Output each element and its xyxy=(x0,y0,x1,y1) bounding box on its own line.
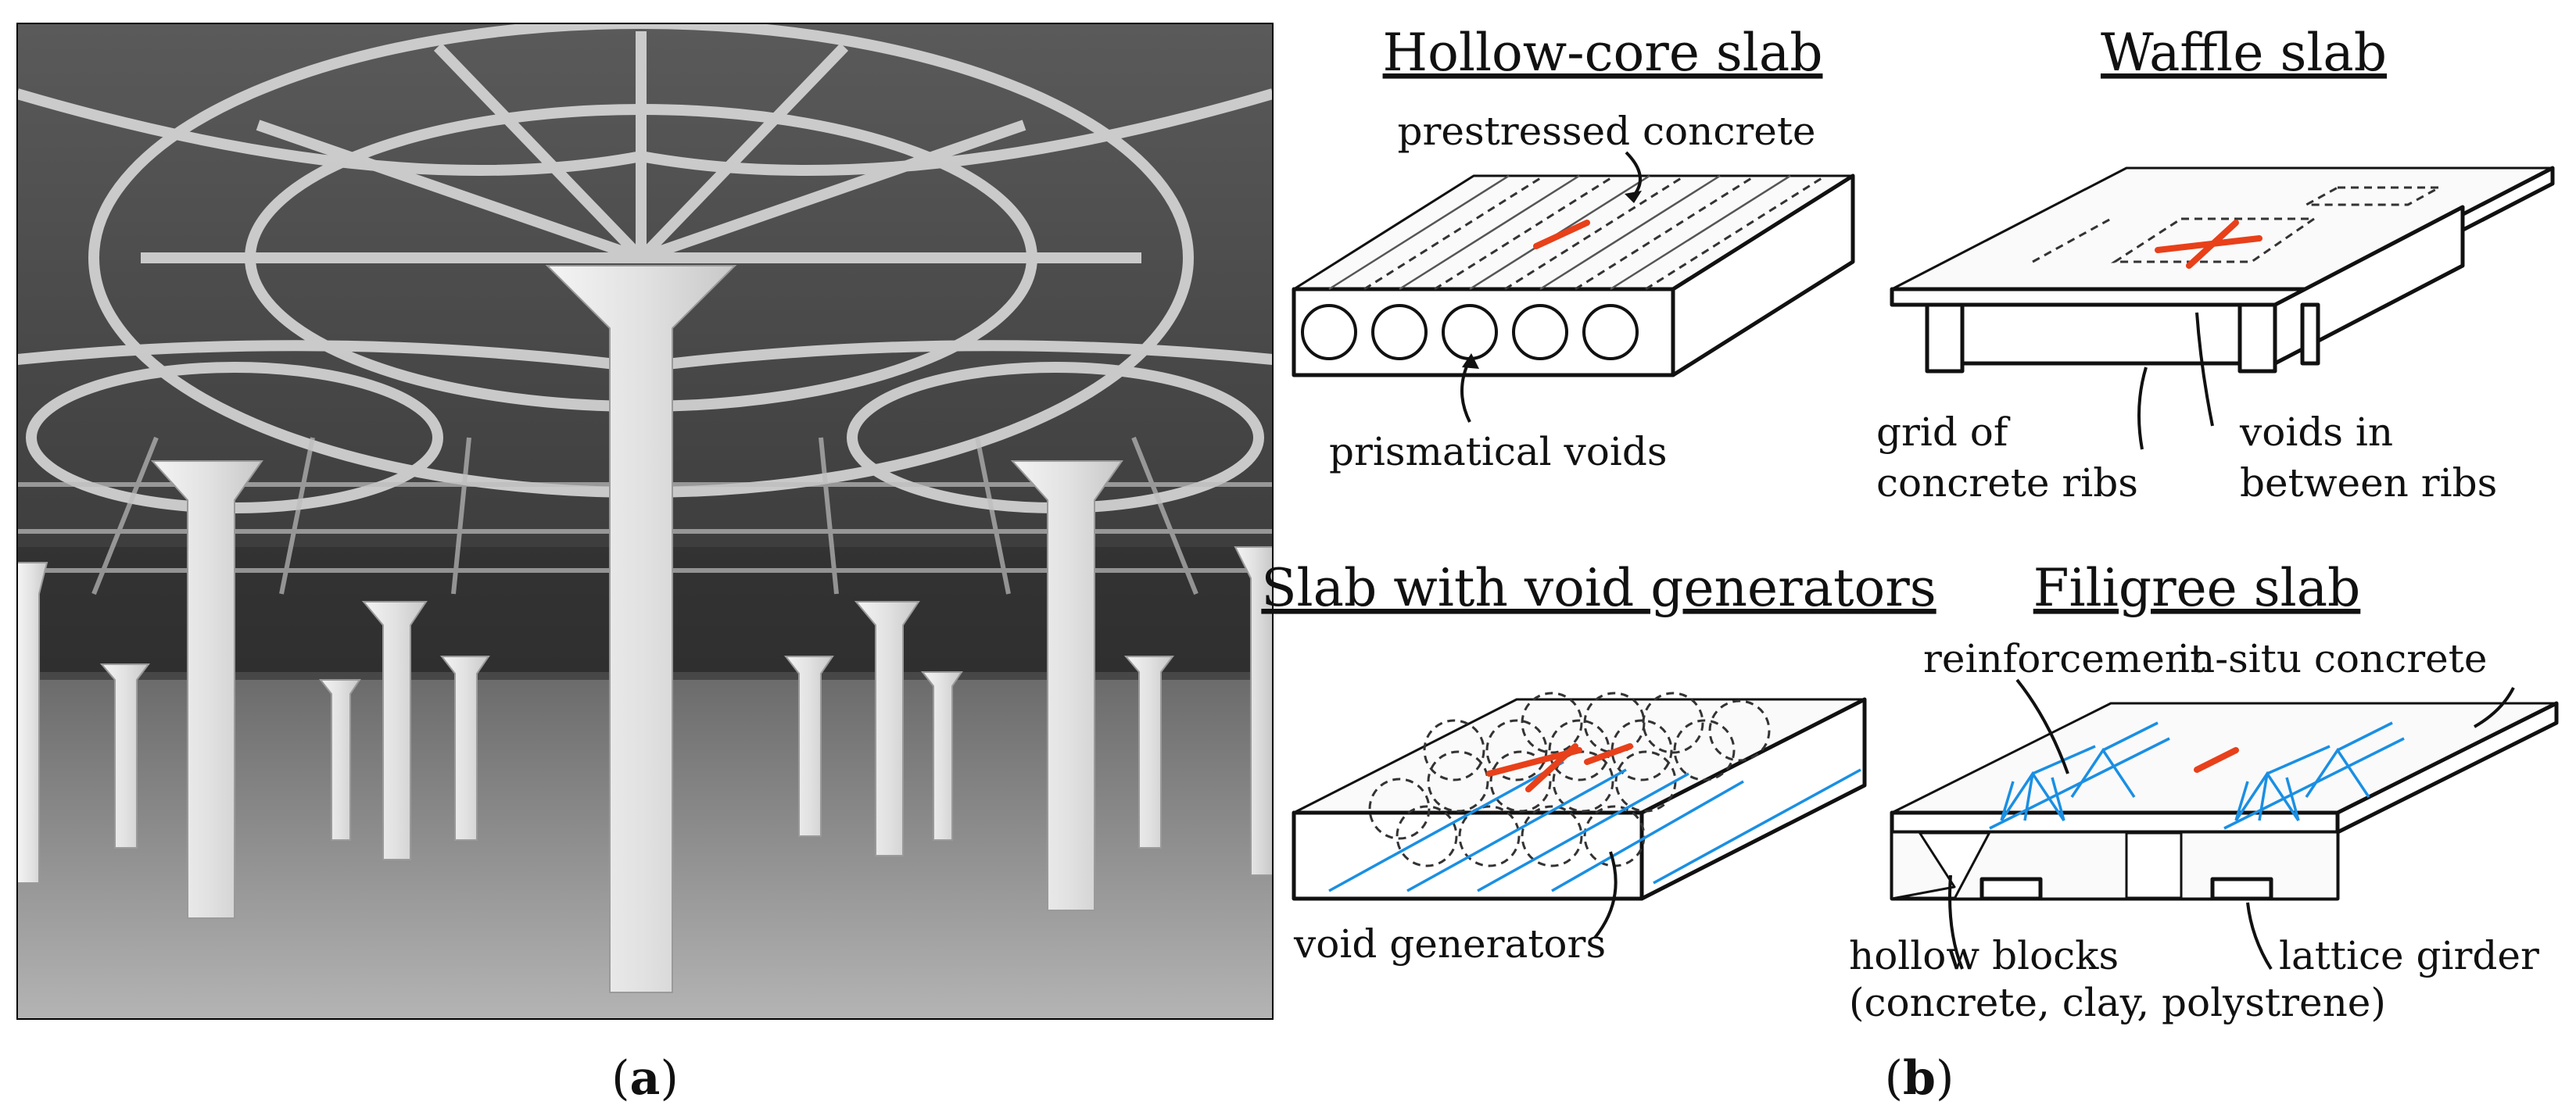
waffle-label-right-2: between ribs xyxy=(2240,460,2497,506)
waffle-diagram: Waffle slab grid of concrete ribs voids … xyxy=(1876,23,2555,506)
filigree-diagram: Filigree slab reinforcement in-situ conc… xyxy=(1849,558,2559,1025)
filigree-label-insitu: in-situ concrete xyxy=(2177,636,2487,681)
caption-b: (b) xyxy=(1885,1051,1954,1106)
photo-columns xyxy=(17,265,1273,993)
filigree-label-girder: lattice girder xyxy=(2279,933,2539,978)
filigree-label-blocks-2: (concrete, clay, polystrene) xyxy=(1849,980,2386,1025)
waffle-label-right-1: voids in xyxy=(2239,409,2393,455)
waffle-label-left-1: grid of xyxy=(1876,409,2011,455)
filigree-label-reinforcement: reinforcement xyxy=(1923,636,2205,681)
caption-a: (a) xyxy=(611,1051,679,1106)
waffle-label-left-2: concrete ribs xyxy=(1876,460,2138,506)
hollow-core-diagram: Hollow-core slab prestressed concrete pr… xyxy=(1292,23,1855,474)
hollow-core-label-bottom: prismatical voids xyxy=(1329,429,1668,474)
void-generators-label: void generators xyxy=(1293,921,1606,967)
filigree-label-blocks-1: hollow blocks xyxy=(1849,933,2119,978)
void-generators-title: Slab with void generators xyxy=(1261,558,1936,618)
filigree-title: Filigree slab xyxy=(2033,558,2361,618)
hollow-core-label-top: prestressed concrete xyxy=(1397,109,1815,154)
hollow-core-title: Hollow-core slab xyxy=(1383,23,1823,83)
photo-mushroom-slab xyxy=(17,23,1273,1019)
waffle-title: Waffle slab xyxy=(2101,23,2387,83)
void-generators-diagram: Slab with void generators void generator… xyxy=(1261,558,1936,967)
